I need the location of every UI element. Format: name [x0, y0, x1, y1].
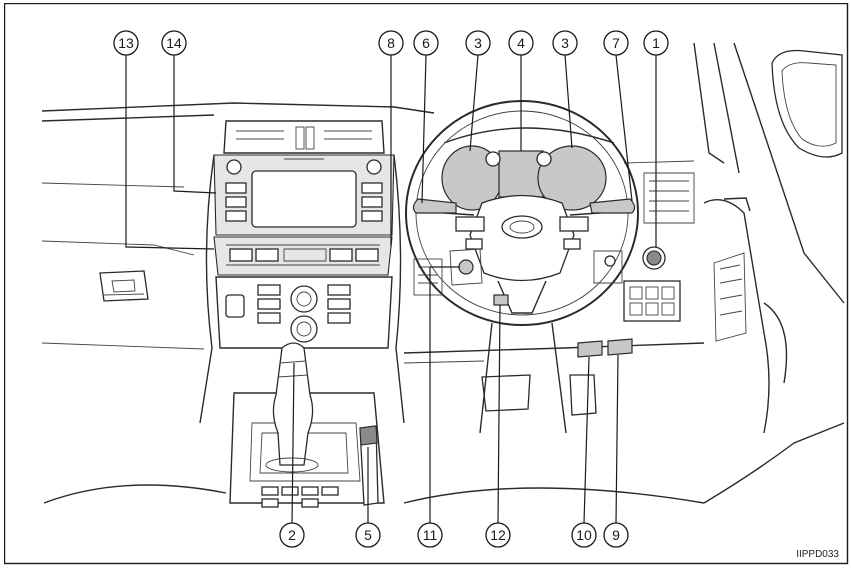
callout-6: 6	[413, 30, 439, 56]
svg-text:3: 3	[561, 35, 569, 51]
dashboard-illustration: 13 14 8 6 3 4 3 7	[3, 2, 849, 565]
svg-text:12: 12	[490, 527, 506, 543]
svg-text:8: 8	[387, 35, 395, 51]
callout-8: 8	[378, 30, 404, 56]
callout-10: 10	[571, 522, 597, 548]
svg-text:14: 14	[166, 35, 182, 51]
callout-4: 4	[508, 30, 534, 56]
svg-text:9: 9	[612, 527, 620, 543]
svg-text:1: 1	[652, 35, 660, 51]
callout-3-left: 3	[465, 30, 491, 56]
svg-text:13: 13	[118, 35, 134, 51]
diagram-frame: 13 14 8 6 3 4 3 7	[3, 2, 849, 565]
column-lever	[493, 294, 509, 306]
callout-14: 14	[161, 30, 187, 56]
console	[43, 342, 845, 508]
hood-release	[577, 340, 603, 358]
lever-left	[412, 198, 457, 214]
lever-right	[589, 198, 636, 214]
svg-text:4: 4	[517, 35, 525, 51]
svg-text:6: 6	[422, 35, 430, 51]
dashboard-body	[41, 42, 845, 434]
svg-text:3: 3	[474, 35, 482, 51]
callout-5: 5	[355, 522, 381, 548]
passenger-dash	[99, 270, 149, 302]
callouts: 13 14 8 6 3 4 3 7	[113, 30, 669, 548]
fuel-door-opener	[607, 338, 633, 356]
callout-11: 11	[417, 522, 443, 548]
multi-info-display	[498, 150, 544, 198]
svg-text:7: 7	[612, 35, 620, 51]
figure-code: IIPPD033	[796, 549, 839, 560]
callout-12: 12	[485, 522, 511, 548]
leader-lines	[125, 54, 657, 524]
center-stack	[199, 120, 405, 424]
callout-7: 7	[603, 30, 629, 56]
steering-area	[405, 100, 681, 434]
callout-2: 2	[279, 522, 305, 548]
callout-3-right: 3	[552, 30, 578, 56]
svg-text:11: 11	[423, 527, 438, 543]
callout-1: 1	[643, 30, 669, 56]
svg-text:2: 2	[288, 527, 296, 543]
svg-text:5: 5	[364, 527, 372, 543]
callout-9: 9	[603, 522, 629, 548]
callout-13: 13	[113, 30, 139, 56]
svg-text:10: 10	[576, 527, 592, 543]
